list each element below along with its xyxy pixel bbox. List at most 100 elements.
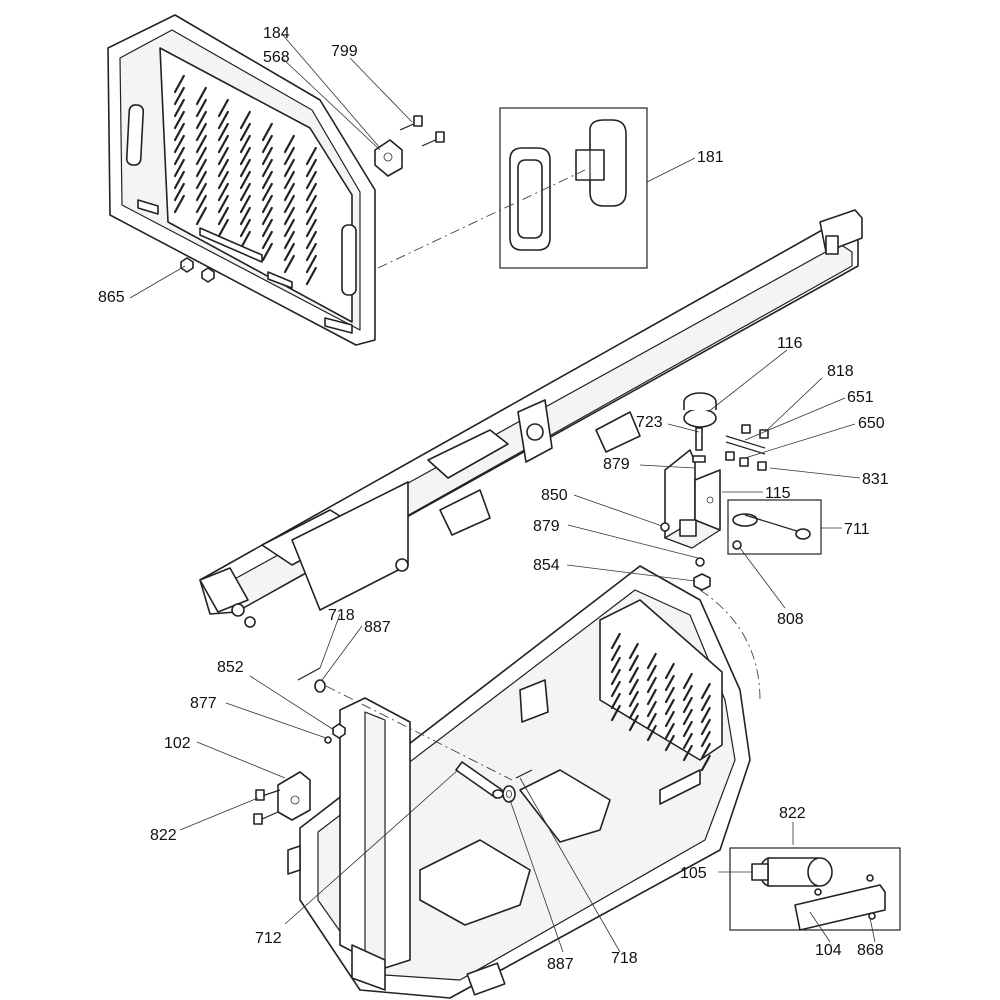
grille-slot (700, 730, 711, 748)
grille-slot (682, 732, 693, 750)
bolts-799 (399, 115, 445, 147)
detail-box-105 (729, 847, 901, 931)
grille-slot (217, 98, 229, 118)
grille-slot (195, 158, 207, 178)
grille-slot (195, 170, 207, 190)
grille-slot (646, 652, 657, 670)
grille-slot (283, 254, 295, 274)
bolts-822 (253, 789, 281, 825)
callout-116: 116 (777, 335, 803, 352)
grille-slot (261, 134, 273, 154)
callout-865: 865 (98, 289, 125, 306)
leader-dash-181 (377, 169, 586, 269)
grille-slot (195, 146, 207, 166)
grille-slot (628, 678, 639, 696)
bolt-723 (692, 427, 706, 463)
grille-slot (305, 158, 317, 178)
grille-slot (283, 230, 295, 250)
callout-879-lower: 879 (533, 518, 560, 535)
grille-slot (173, 134, 185, 154)
grille-slot (305, 182, 317, 202)
grille-slot (261, 158, 273, 178)
grille-slot (305, 206, 317, 226)
callout-887-upper: 887 (364, 619, 391, 636)
callout-822-left: 822 (150, 827, 177, 844)
grille-slot (682, 696, 693, 714)
grille-slot (217, 206, 229, 226)
grille-slot (682, 708, 693, 726)
grille-slot (261, 206, 273, 226)
grille-slot (305, 266, 317, 286)
grille-slot (305, 146, 317, 166)
grille-panel-upper (107, 14, 376, 346)
grille-slot (682, 744, 693, 762)
grille-slot (283, 218, 295, 238)
callout-568: 568 (263, 49, 290, 66)
grille-slot (646, 664, 657, 682)
grille-slot (173, 98, 185, 118)
mount-assembly-115 (664, 449, 721, 549)
grille-slot (217, 170, 229, 190)
grille-slot (305, 254, 317, 274)
callout-711: 711 (844, 521, 870, 538)
grille-slot (239, 170, 251, 190)
grille-slot (173, 146, 185, 166)
bracket-184 (374, 139, 403, 177)
grille-slot (217, 182, 229, 202)
grille-slot (261, 242, 273, 262)
detail-box-181 (499, 107, 648, 269)
grille-slot (283, 206, 295, 226)
grille-slot (646, 676, 657, 694)
grille-slot (239, 158, 251, 178)
grille-slot (261, 218, 273, 238)
callout-854: 854 (533, 557, 560, 574)
grille-slot (173, 170, 185, 190)
grille-slot (610, 680, 621, 698)
grille-slot (283, 158, 295, 178)
grille-slot (700, 742, 711, 760)
rubber-mount-116 (683, 392, 717, 428)
grille-slot (173, 194, 185, 214)
grille-slot (664, 710, 675, 728)
grille-slot (261, 194, 273, 214)
grille-slot (195, 134, 207, 154)
grille-slot (305, 218, 317, 238)
grille-slot (173, 122, 185, 142)
callout-877: 877 (190, 695, 217, 712)
grille-slot (239, 194, 251, 214)
grille-slot (628, 666, 639, 684)
grille-slot (700, 754, 711, 772)
small-hardware-650-831 (725, 424, 769, 471)
grille-slot (610, 656, 621, 674)
grille-slot (239, 230, 251, 250)
callout-718-upper: 718 (328, 607, 355, 624)
callout-102: 102 (164, 735, 191, 752)
grille-slot (283, 182, 295, 202)
bracket-102 (277, 771, 311, 821)
grille-slot (217, 122, 229, 142)
grille-slot (283, 134, 295, 154)
grille-slot (195, 86, 207, 106)
grille-slot (628, 654, 639, 672)
grille-slot (173, 74, 185, 94)
grille-slot (646, 724, 657, 742)
grille-slot (217, 158, 229, 178)
grille-slot (700, 706, 711, 724)
pin-711 (727, 499, 822, 555)
grille-slot (610, 668, 621, 686)
grille-slot (646, 712, 657, 730)
grille-slot (195, 110, 207, 130)
callout-852: 852 (217, 659, 244, 676)
grille-slot (173, 182, 185, 202)
washer-887 (502, 785, 516, 803)
nuts-850-854 (660, 522, 742, 591)
grille-slot (305, 170, 317, 190)
callout-718-lower: 718 (611, 950, 638, 967)
callout-822-right: 822 (779, 805, 806, 822)
grille-slot (305, 242, 317, 262)
nuts-852-877 (324, 723, 346, 744)
grille-slot (283, 194, 295, 214)
grille-slot (700, 718, 711, 736)
